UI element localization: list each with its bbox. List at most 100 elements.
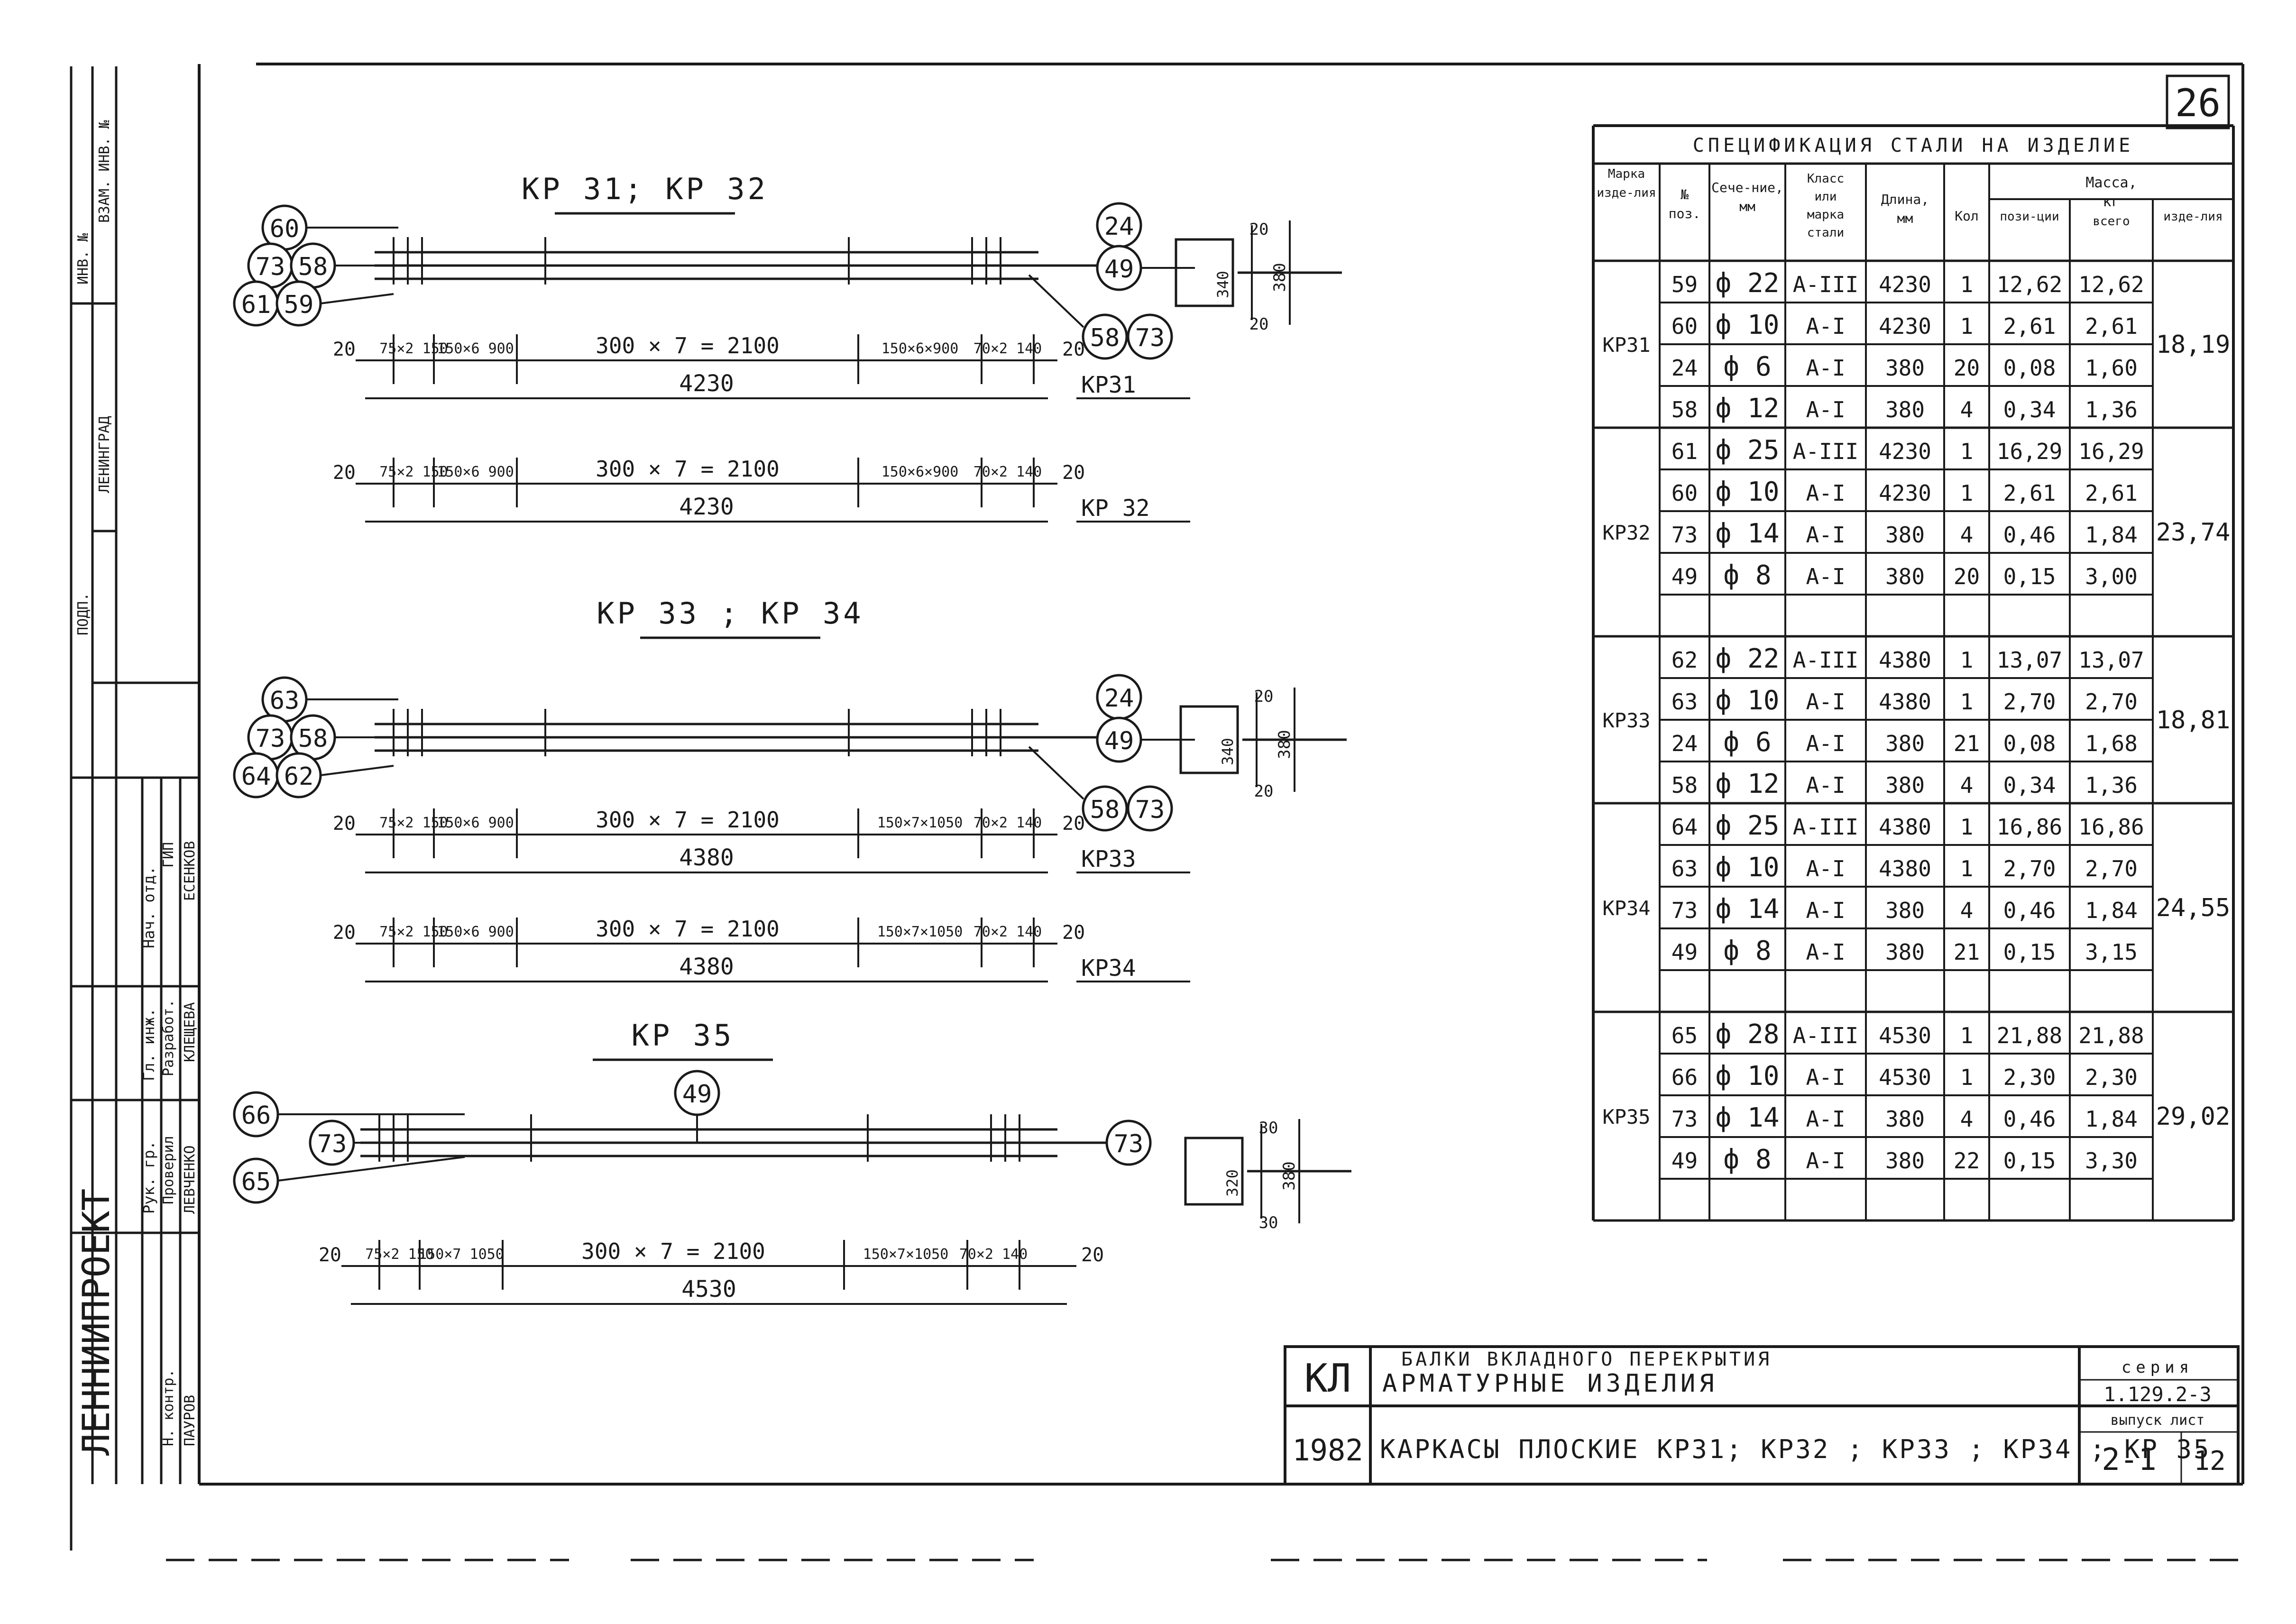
section-inner: 340 <box>1214 271 1232 298</box>
table-cell: А-I <box>1806 522 1845 548</box>
callout-label: 62 <box>284 762 314 791</box>
callout-label: 59 <box>284 291 314 319</box>
dimension-segment: 70×2 140 <box>974 464 1042 480</box>
sheet-number: 26 <box>2175 81 2221 125</box>
table-cell: 4 <box>1960 522 1974 548</box>
table-header-text: всего <box>2093 214 2130 229</box>
table-cell: 380 <box>1885 397 1925 422</box>
table-cell: 1 <box>1960 272 1974 297</box>
table-cell: ф 14 <box>1716 518 1780 549</box>
table-cell: ф 8 <box>1723 1144 1771 1175</box>
table-cell: 1,60 <box>2085 355 2138 381</box>
position-callout: 62 <box>276 752 322 798</box>
table-cell: 380 <box>1885 522 1925 548</box>
table-cell: А-I <box>1806 1064 1845 1090</box>
table-cell: 4380 <box>1879 814 1931 840</box>
table-cell: 2,70 <box>2085 689 2138 715</box>
stamp-mid-note: ПОДП. <box>75 593 92 635</box>
table-cell: 4230 <box>1879 313 1931 339</box>
series-label: серия <box>2122 1358 2194 1377</box>
table-cell: А-I <box>1806 1148 1845 1174</box>
callout-label: 58 <box>1090 796 1120 824</box>
callout-label: 58 <box>298 253 328 281</box>
table-cell: ф 6 <box>1723 727 1771 758</box>
table-cell: ф 28 <box>1716 1019 1780 1050</box>
table-cell: 0,34 <box>2003 772 2056 798</box>
table-cell: 49 <box>1671 1148 1698 1174</box>
position-callout: 66 <box>233 1091 279 1138</box>
table-cell: 3,30 <box>2085 1148 2138 1174</box>
table-cell: ф 10 <box>1716 1061 1780 1092</box>
dimension-segment: 300 × 7 = 2100 <box>596 333 780 358</box>
table-cell: 1 <box>1960 689 1974 715</box>
stamp-col-a: Нач. отд.Гл. инж.Рук. гр. <box>140 866 158 1214</box>
table-cell: ф 22 <box>1716 268 1780 299</box>
table-cell: 4530 <box>1879 1023 1931 1048</box>
table-cell: 20 <box>1954 564 1980 589</box>
table-cell: 49 <box>1671 564 1698 589</box>
title-line-3: КАРКАСЫ ПЛОСКИЕ КР31; КР32 ; КР33 ; КР34… <box>1380 1434 2211 1464</box>
section-cover: 20 <box>1254 687 1274 706</box>
table-cell: А-III <box>1793 647 1858 673</box>
table-header: изде-лия <box>2163 210 2223 224</box>
callout-label: 24 <box>1104 684 1134 713</box>
table-cell: ф 12 <box>1716 769 1780 799</box>
stamp-name: КЛЕЩЕВА <box>182 1002 198 1062</box>
position-callout: 61 <box>233 280 279 327</box>
table-cell: А-I <box>1806 313 1845 339</box>
table-header: всего <box>2093 214 2130 229</box>
dimension-end: 20 <box>1081 1244 1104 1266</box>
dimension-segment: 70×2 140 <box>974 815 1042 831</box>
table-cell: 61 <box>1671 439 1698 464</box>
dimension-segment: 70×2 140 <box>959 1246 1028 1263</box>
table-cell: 21,88 <box>1997 1023 2062 1048</box>
table-cell: 20 <box>1954 355 1980 381</box>
group-mark: КР31 <box>1602 333 1650 357</box>
table-cell: 1 <box>1960 856 1974 881</box>
table-cell: 380 <box>1885 939 1925 965</box>
table-header-text: изде-лия <box>2163 210 2223 224</box>
title-year: 1982 <box>1292 1433 1363 1468</box>
table-cell: 380 <box>1885 1106 1925 1132</box>
group-mass: 18,19 <box>2156 330 2231 359</box>
table-cell: 63 <box>1671 856 1698 881</box>
dimension-end: 20 <box>1062 922 1085 944</box>
position-callout: 64 <box>233 752 279 798</box>
dimension-segment: 300 × 7 = 2100 <box>596 807 780 833</box>
table-header-text: пози-ции <box>2000 210 2059 224</box>
callout-circle <box>1127 313 1173 360</box>
dimension-end: 20 <box>1062 339 1085 360</box>
table-cell: 73 <box>1671 522 1698 548</box>
table-cell: 24 <box>1671 355 1698 381</box>
callout-circle <box>1127 785 1173 832</box>
frame-mark: КР31 <box>1081 372 1136 398</box>
table-cell: 13,07 <box>2078 647 2144 673</box>
dimension-segment: 75×2 150 <box>379 340 448 357</box>
section-cover: 20 <box>1249 315 1269 334</box>
position-callout: 49 <box>1096 245 1142 291</box>
section-outline <box>1179 705 1239 774</box>
total-length: 4380 <box>679 844 734 871</box>
issue-value: 2-1 <box>2102 1442 2157 1477</box>
stamp-name: ЛЕВЧЕНКО <box>182 1146 198 1214</box>
position-callout: 49 <box>674 1070 720 1116</box>
table-cell: 73 <box>1671 1106 1698 1132</box>
leader <box>1028 746 1084 800</box>
table-cell: ф 12 <box>1716 393 1780 424</box>
table-cell: 0,46 <box>2003 522 2056 548</box>
table-cell: 4 <box>1960 1106 1974 1132</box>
table-cell: ф 10 <box>1716 685 1780 716</box>
table-cell: 16,86 <box>2078 814 2144 840</box>
table-cell: ф 10 <box>1716 310 1780 340</box>
table-cell: 4530 <box>1879 1064 1931 1090</box>
table-cell: 0,15 <box>2003 939 2056 965</box>
dimension-segment: 150×7×1050 <box>877 924 963 940</box>
